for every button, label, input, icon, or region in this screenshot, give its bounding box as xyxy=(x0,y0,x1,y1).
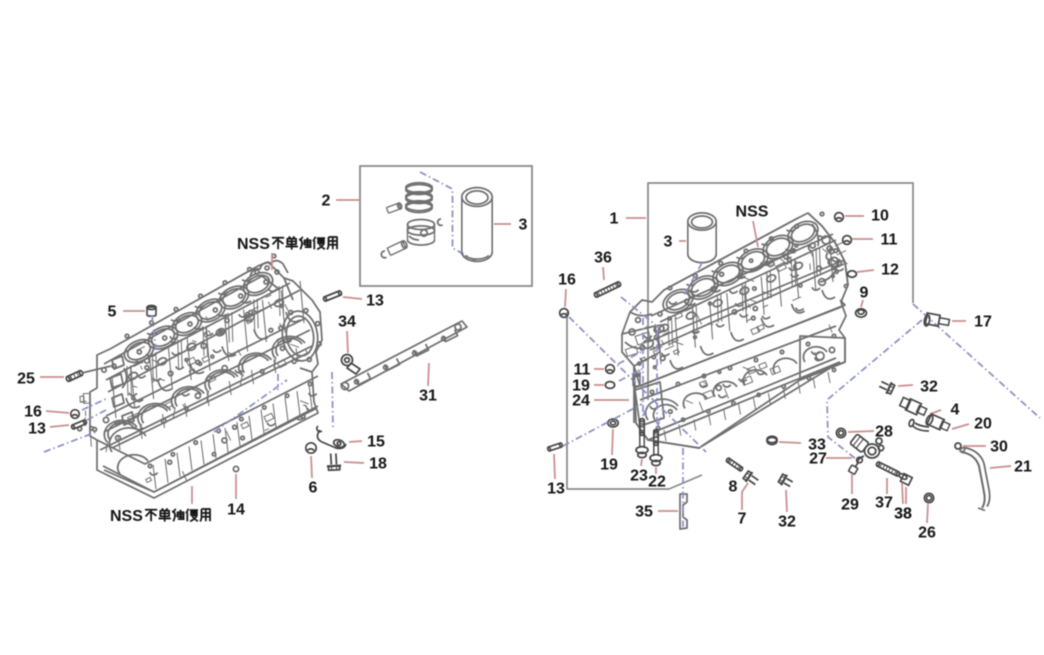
svg-text:3: 3 xyxy=(519,217,528,234)
svg-text:3: 3 xyxy=(664,234,673,251)
svg-text:20: 20 xyxy=(974,416,992,433)
svg-text:21: 21 xyxy=(1014,459,1032,476)
svg-text:35: 35 xyxy=(635,504,653,521)
svg-text:29: 29 xyxy=(841,497,859,514)
svg-text:16: 16 xyxy=(558,272,576,289)
svg-text:22: 22 xyxy=(648,474,666,491)
svg-text:26: 26 xyxy=(918,525,936,542)
svg-text:8: 8 xyxy=(729,479,738,496)
svg-text:31: 31 xyxy=(419,388,437,405)
svg-text:16: 16 xyxy=(24,404,42,421)
svg-text:13: 13 xyxy=(366,293,384,310)
svg-text:6: 6 xyxy=(309,480,318,497)
svg-text:32: 32 xyxy=(920,379,938,396)
svg-text:2: 2 xyxy=(322,193,331,210)
svg-text:NSS: NSS xyxy=(110,508,143,525)
svg-text:36: 36 xyxy=(594,250,612,267)
svg-text:30: 30 xyxy=(990,439,1008,456)
svg-text:25: 25 xyxy=(17,371,35,388)
svg-text:28: 28 xyxy=(875,424,893,441)
svg-text:24: 24 xyxy=(572,393,590,410)
svg-text:10: 10 xyxy=(871,208,889,225)
svg-text:13: 13 xyxy=(547,481,565,498)
svg-text:17: 17 xyxy=(974,314,992,331)
svg-text:23: 23 xyxy=(630,468,648,485)
svg-text:37: 37 xyxy=(875,495,893,512)
svg-text:15: 15 xyxy=(367,434,385,451)
svg-text:7: 7 xyxy=(738,511,747,528)
svg-text:32: 32 xyxy=(778,514,796,531)
svg-text:11: 11 xyxy=(574,362,591,379)
svg-text:38: 38 xyxy=(894,506,912,523)
svg-text:5: 5 xyxy=(108,304,117,321)
svg-text:NSS: NSS xyxy=(736,204,769,221)
svg-text:11: 11 xyxy=(881,232,898,249)
svg-text:27: 27 xyxy=(809,451,827,468)
svg-text:34: 34 xyxy=(338,314,356,331)
svg-text:19: 19 xyxy=(600,457,618,474)
svg-text:19: 19 xyxy=(572,378,590,395)
svg-text:NSS: NSS xyxy=(237,236,270,253)
svg-text:12: 12 xyxy=(881,262,899,279)
svg-text:18: 18 xyxy=(369,456,387,473)
svg-text:38: 38 xyxy=(894,506,912,523)
svg-text:13: 13 xyxy=(28,421,46,438)
svg-text:14: 14 xyxy=(227,502,245,519)
svg-text:4: 4 xyxy=(951,402,960,419)
svg-text:33: 33 xyxy=(808,437,826,454)
svg-text:1: 1 xyxy=(610,211,619,228)
svg-text:9: 9 xyxy=(860,285,869,302)
